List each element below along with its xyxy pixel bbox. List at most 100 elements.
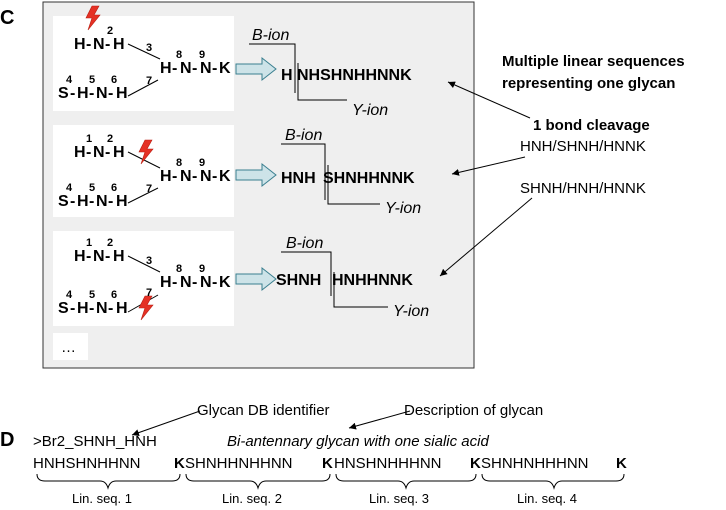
- bond-number: 4: [66, 182, 73, 194]
- bond-number: 7: [146, 183, 152, 195]
- bond-number: 7: [146, 287, 152, 299]
- bond-dash: -: [172, 274, 177, 291]
- atom-h: H: [77, 193, 89, 210]
- y-ion-label: Y-ion: [393, 303, 429, 320]
- b-ion-bracket: [281, 143, 326, 200]
- glycan-identifier: >Br2_SHNH_HNH: [33, 433, 157, 450]
- atom-h: H: [74, 36, 86, 53]
- glycan-description: Bi-antennary glycan with one sialic acid: [227, 433, 489, 450]
- atom-k: K: [219, 168, 231, 185]
- bond-dash: -: [192, 168, 197, 185]
- bond-dash: -: [212, 274, 217, 291]
- bond-line: [127, 43, 161, 60]
- bond-dash: -: [108, 300, 113, 317]
- bond-number: 6: [111, 289, 117, 301]
- bond-dash: -: [105, 36, 110, 53]
- fragment-row-2: B-ion HNH SHNHHNNK Y-ion: [281, 127, 421, 217]
- bond-number: 3: [146, 42, 152, 54]
- bond-dash: -: [86, 248, 91, 265]
- atom-n: N: [96, 300, 108, 317]
- linear-sequence-3: HNSHNHHHNN: [334, 455, 442, 472]
- linear-sequence-3-end: K: [470, 455, 481, 472]
- atom-s: S: [58, 193, 69, 210]
- bond-number: 1: [86, 133, 92, 145]
- bond-number: 8: [176, 49, 182, 61]
- linear-sequence-4-end: K: [616, 455, 627, 472]
- panel-label-d: D: [0, 429, 14, 451]
- bond-dash: -: [108, 193, 113, 210]
- atom-h: H: [77, 85, 89, 102]
- bond-number: 9: [199, 157, 205, 169]
- b-ion-bracket: [249, 43, 296, 93]
- b-ion-label: B-ion: [286, 235, 323, 252]
- atom-h: H: [113, 248, 125, 265]
- annotation-title-line-2: representing one glycan: [502, 75, 675, 92]
- atom-h: H: [116, 193, 128, 210]
- atom-h: H: [160, 274, 172, 291]
- bond-number: 5: [89, 289, 95, 301]
- bond-dash: -: [89, 193, 94, 210]
- bond-number: 2: [107, 25, 113, 37]
- atom-h: H: [160, 60, 172, 77]
- brace-2: [185, 473, 331, 490]
- annotation-title-line-1: Multiple linear sequences: [502, 53, 685, 70]
- transform-arrow-icon: [235, 266, 277, 292]
- panel-label-c: C: [0, 7, 14, 29]
- bond-dash: -: [89, 300, 94, 317]
- bond-number: 4: [66, 289, 73, 301]
- bond-dash: -: [105, 248, 110, 265]
- bond-cleavage-label: 1 bond cleavage: [533, 117, 650, 134]
- linear-sequence-1: HNHSHNHHNN: [33, 455, 141, 472]
- fragment-seq-right: HNHHNNK: [332, 272, 413, 289]
- pointer-arrow: [447, 81, 531, 119]
- pointer-arrow: [348, 410, 411, 430]
- structure-row-3: 1 2 H - N - H 3 8 9 H - N - N - K 4 5 6 …: [53, 231, 234, 326]
- bond-number: 9: [199, 263, 205, 275]
- y-ion-label: Y-ion: [385, 200, 421, 217]
- bond-number: 5: [89, 182, 95, 194]
- linear-sequence-1-label: Lin. seq. 1: [72, 491, 132, 506]
- linear-sequence-1-end: K: [174, 455, 185, 472]
- brace-3: [335, 473, 477, 490]
- bond-number: 6: [111, 74, 117, 86]
- bond-dash: -: [70, 193, 75, 210]
- fragment-row-3: B-ion SHNH HNHHNNK Y-ion: [276, 235, 429, 320]
- atom-s: S: [58, 85, 69, 102]
- cleavage-sequence-a: HNH/SHNH/HNNK: [520, 138, 646, 155]
- bond-number: 7: [146, 75, 152, 87]
- ellipsis-text: …: [61, 339, 76, 356]
- y-ion-bracket: [327, 165, 380, 205]
- atom-h: H: [116, 85, 128, 102]
- bond-dash: -: [192, 274, 197, 291]
- transform-arrow-icon: [235, 162, 277, 188]
- atom-n: N: [180, 168, 192, 185]
- structure-box-2: [53, 125, 234, 217]
- atom-n: N: [96, 85, 108, 102]
- bond-dash: -: [192, 60, 197, 77]
- pointer-arrow: [451, 156, 526, 176]
- atom-n: N: [96, 193, 108, 210]
- cleavage-sequence-b: SHNH/HNH/HNNK: [520, 180, 646, 197]
- glycan-description-label: Description of glycan: [404, 402, 543, 419]
- structure-box-1: [53, 16, 234, 111]
- fragment-seq-left: HNH: [281, 170, 316, 187]
- y-ion-label: Y-ion: [352, 102, 388, 119]
- fragment-seq-right: SHNHHNNK: [323, 170, 415, 187]
- bond-number: 6: [111, 182, 117, 194]
- atom-h: H: [160, 168, 172, 185]
- bond-number: 2: [107, 133, 113, 145]
- pointer-arrow: [439, 197, 533, 277]
- atom-h: H: [116, 300, 128, 317]
- atom-n: N: [93, 144, 105, 161]
- linear-sequence-2-label: Lin. seq. 2: [222, 491, 282, 506]
- more-structures-box: [53, 333, 88, 360]
- bond-dash: -: [212, 168, 217, 185]
- atom-n: N: [200, 168, 212, 185]
- linear-sequence-2: SHNHHNHHNN: [185, 455, 293, 472]
- transform-arrow-icon: [235, 56, 277, 82]
- bond-dash: -: [89, 85, 94, 102]
- b-ion-label: B-ion: [252, 27, 289, 44]
- bond-dash: -: [212, 60, 217, 77]
- linear-sequence-line: HNHSHNHHNN K SHNHHNHHNN K HNSHNHHHNN K S…: [33, 455, 627, 472]
